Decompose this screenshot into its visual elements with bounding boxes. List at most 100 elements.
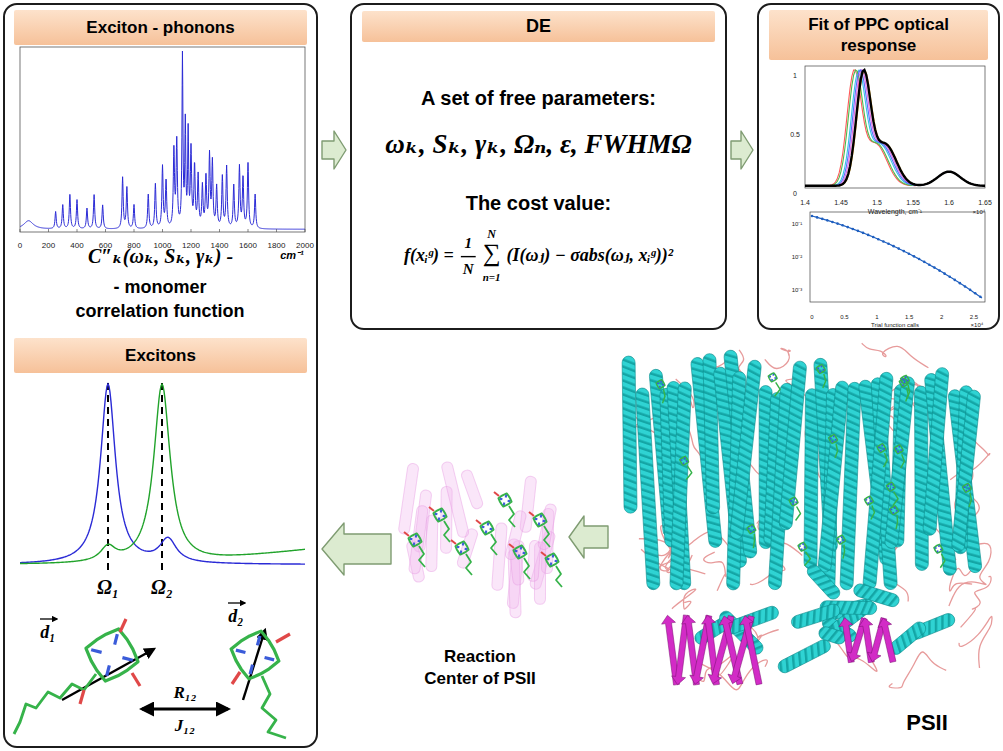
nitrogen-bond (750, 531, 752, 533)
alpha-helix (622, 356, 637, 513)
data-dot (811, 215, 814, 218)
pigment (877, 444, 887, 467)
nitrogen-bond (967, 484, 969, 486)
structure-figure: PSII (612, 335, 1000, 748)
pigment (890, 506, 899, 529)
oxygen-bond (404, 532, 409, 536)
nitrogen-bond (820, 366, 822, 368)
distance-label: R₁₂ (173, 683, 196, 703)
data-dot (938, 269, 941, 272)
oxygen-bond (529, 512, 534, 516)
porphyrin-ring (789, 497, 798, 506)
porphyrin-ring (747, 525, 756, 534)
exciton-energy: Ω₂ (151, 576, 173, 599)
oxygen-bond (132, 673, 140, 686)
data-dot (959, 282, 962, 285)
spectrum-line (20, 51, 305, 229)
nitrogen-bond (684, 457, 686, 459)
axis-tick: 1.65 (978, 199, 992, 207)
nitrogen-bond (898, 446, 900, 448)
figure-caption: PSII (906, 710, 948, 736)
dashed-line (107, 383, 109, 571)
chlorophyll (14, 619, 140, 734)
axis-title: Trial function calls (871, 322, 919, 329)
porphyrin-ring (408, 533, 421, 546)
nitrogen-bond (892, 512, 894, 514)
phytol-tail (466, 554, 472, 575)
alpha-helix (863, 372, 894, 590)
helix-body (804, 389, 819, 569)
flow-arrow (731, 131, 753, 169)
oxygen-bond (451, 540, 456, 544)
pigment (798, 542, 810, 565)
reaction-center-structure (398, 461, 562, 618)
beta-strand (876, 617, 900, 664)
nitrogen-bond (869, 497, 871, 499)
nitrogen-bond (880, 450, 882, 452)
pigment (476, 520, 497, 555)
nitrogen-bond (963, 486, 965, 488)
nitrogen-bond (795, 501, 797, 503)
nitrogen-bond (894, 507, 896, 509)
nitrogen-bond (965, 490, 967, 492)
alpha-helix (670, 382, 692, 590)
alpha-helix (948, 389, 983, 573)
phytol-tail (14, 674, 96, 734)
protein-loop (889, 652, 946, 688)
pigment (865, 496, 875, 519)
axis-tick: 1400 (211, 241, 229, 250)
alpha-helix (805, 562, 843, 602)
axis-tick: 400 (70, 241, 83, 250)
nitrogen-bond (503, 503, 506, 506)
pigment (934, 544, 945, 567)
axis-tick-mark (305, 229, 306, 232)
porphyrin-ring (816, 365, 825, 374)
phytol-tail (556, 566, 562, 587)
nitrogen-bond (236, 650, 246, 652)
data-dot (846, 226, 849, 229)
data-dot (816, 216, 819, 219)
section-header: Excitons (14, 338, 307, 373)
plot-frame (20, 47, 305, 232)
axis-tick-mark (105, 229, 106, 232)
cost-formula: (I(ωⱼ) − σabs(ωⱼ, xᵢᵍ))² (507, 245, 674, 266)
nitrogen-bond (462, 543, 465, 546)
nitrogen-bond (938, 545, 940, 547)
dipole-arrow (243, 630, 265, 700)
helix-body (670, 382, 692, 590)
nitrogen-bond (903, 381, 905, 383)
alpha-helix (667, 381, 691, 590)
data-dot (943, 272, 946, 275)
oxygen-bond (509, 544, 514, 548)
porphyrin-ring (829, 435, 838, 444)
protein-loop (704, 552, 726, 591)
nitrogen-bond (839, 541, 841, 543)
nitrogen-bond (935, 547, 937, 549)
data-dot (923, 261, 926, 264)
axis-tick: 10⁻¹ (792, 221, 803, 228)
axis-tick: 1.55 (906, 199, 920, 207)
data-dot (877, 238, 880, 241)
nitrogen-bond (792, 503, 794, 505)
protein-loop (961, 576, 992, 627)
nitrogen-bond (793, 498, 795, 500)
nitrogen-bond (817, 367, 819, 369)
data-dot (954, 279, 957, 282)
nitrogen-bond (774, 377, 776, 379)
pigment (494, 492, 515, 527)
axis-tick-mark (191, 229, 192, 232)
nitrogen-bond (905, 376, 907, 378)
axis-tick: 10⁻³ (792, 287, 803, 294)
section-header: DE (362, 11, 715, 42)
method-panel: DEA set of free parameters:ωₖ, Sₖ, γₖ, Ω… (350, 3, 727, 330)
nitrogen-bond (751, 526, 753, 528)
nitrogen-bond (895, 448, 897, 450)
phytol-tail (896, 515, 898, 529)
nitrogen-bond (790, 500, 792, 502)
phytol-tail (804, 552, 810, 566)
exciton-markers (108, 383, 162, 571)
nitrogen-bond (686, 460, 688, 462)
axis-title: Wavelength, cm⁻¹ (868, 208, 922, 216)
nitrogen-bond (867, 502, 869, 504)
data-dot (964, 285, 967, 288)
